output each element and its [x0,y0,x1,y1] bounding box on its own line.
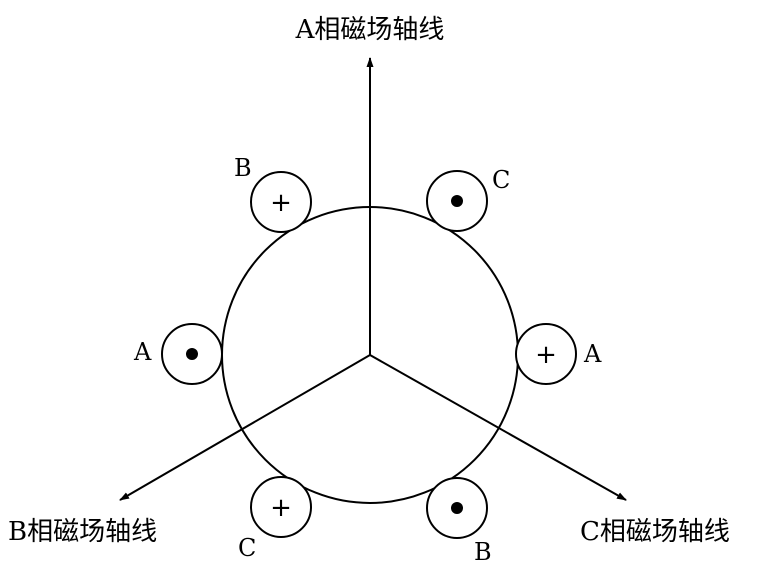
conductor-a-right-label: A [583,340,602,368]
plus-icon: + [270,493,292,523]
dot-icon [186,348,198,360]
dot-icon [451,195,463,207]
c-axis-label: C相磁场轴线 [580,517,730,547]
c-phase-axis [369,354,627,501]
b-axis-label: B相磁场轴线 [8,517,157,547]
conductor-c-bottom: + C [238,476,312,562]
plus-icon: + [270,188,292,218]
a-axis-label: A相磁场轴线 [295,15,445,45]
plus-icon: + [535,340,557,370]
conductor-c-bottom-label: C [238,534,256,562]
conductor-a-left: A [133,323,223,385]
dot-icon [451,502,463,514]
conductor-b-bottom: B [426,477,492,566]
b-phase-axis [119,354,371,501]
conductor-a-right: + A [515,323,602,385]
conductor-b-top: + B [234,154,312,233]
conductor-c-top-label: C [492,166,510,194]
conductor-c-top: C [426,166,510,232]
conductor-b-top-label: B [234,154,252,182]
conductor-a-left-label: A [133,338,152,366]
conductor-b-bottom-label: B [474,538,492,566]
